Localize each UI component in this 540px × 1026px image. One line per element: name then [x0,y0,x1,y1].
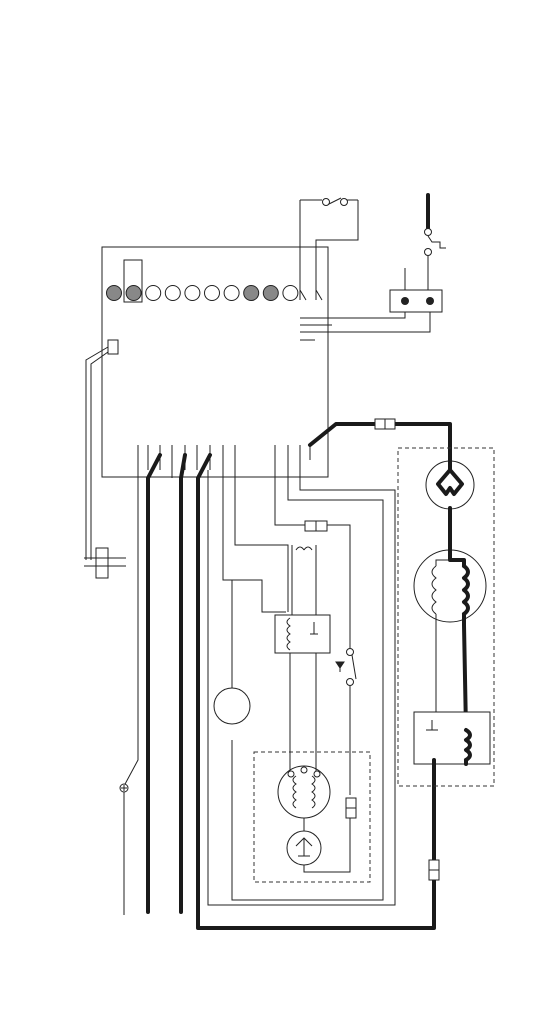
inducer-relay [275,545,330,653]
led-indicator-8 [244,286,259,301]
led-indicator-10 [283,286,298,301]
terminal-a [401,297,409,305]
pressure-switch-wires [300,200,358,248]
rollout-blade [352,655,356,679]
led-indicator-5 [185,286,200,301]
led-indicator-6 [205,286,220,301]
pressure-switch [300,198,358,248]
led-indicator-2 [126,286,141,301]
led-indicator-1 [107,286,122,301]
pressure-switch-contact-a [323,199,330,206]
pressure-switch-contact-b [341,199,348,206]
terminal-b [426,297,434,305]
pressure-switch-blade [329,198,341,204]
rollout-contact-a [347,649,354,656]
capacitor-leads [292,553,316,615]
board-connector-small [108,340,118,354]
led-indicator-7 [224,286,239,301]
led-indicator-3 [146,286,161,301]
plug-body [96,548,108,578]
limit-contact-b [425,249,432,256]
flame-sensor [214,688,250,724]
inducer-terminal-2 [301,767,307,773]
terminal-block [390,290,442,312]
limit-contact-a [425,229,432,236]
inducer-relay-box [275,615,330,653]
capacitor-symbol [292,545,316,553]
limit-switch-leads [405,256,428,290]
blower-assembly [398,448,494,786]
rollout-indicator-icon [336,662,344,672]
ground-wire [124,470,138,915]
inducer-motor [278,766,330,818]
inducer-assembly [254,653,370,882]
line-wire-2 [181,455,185,912]
inducer-terminal-3 [314,771,320,777]
control-wires [172,470,395,905]
inducer-terminal-1 [288,771,294,777]
rollout-contact-b [347,679,354,686]
line-wire-1 [148,455,160,912]
ground-lead [120,470,138,915]
control-board [102,200,332,477]
limit-switch-symbol [428,236,446,248]
rollout-switch [336,649,356,796]
led-indicator-9 [263,286,278,301]
line-wire-6 [395,424,450,462]
inducer-relay-to-motor [290,653,316,771]
led-indicator-4 [165,286,180,301]
blower-relay [414,712,490,764]
